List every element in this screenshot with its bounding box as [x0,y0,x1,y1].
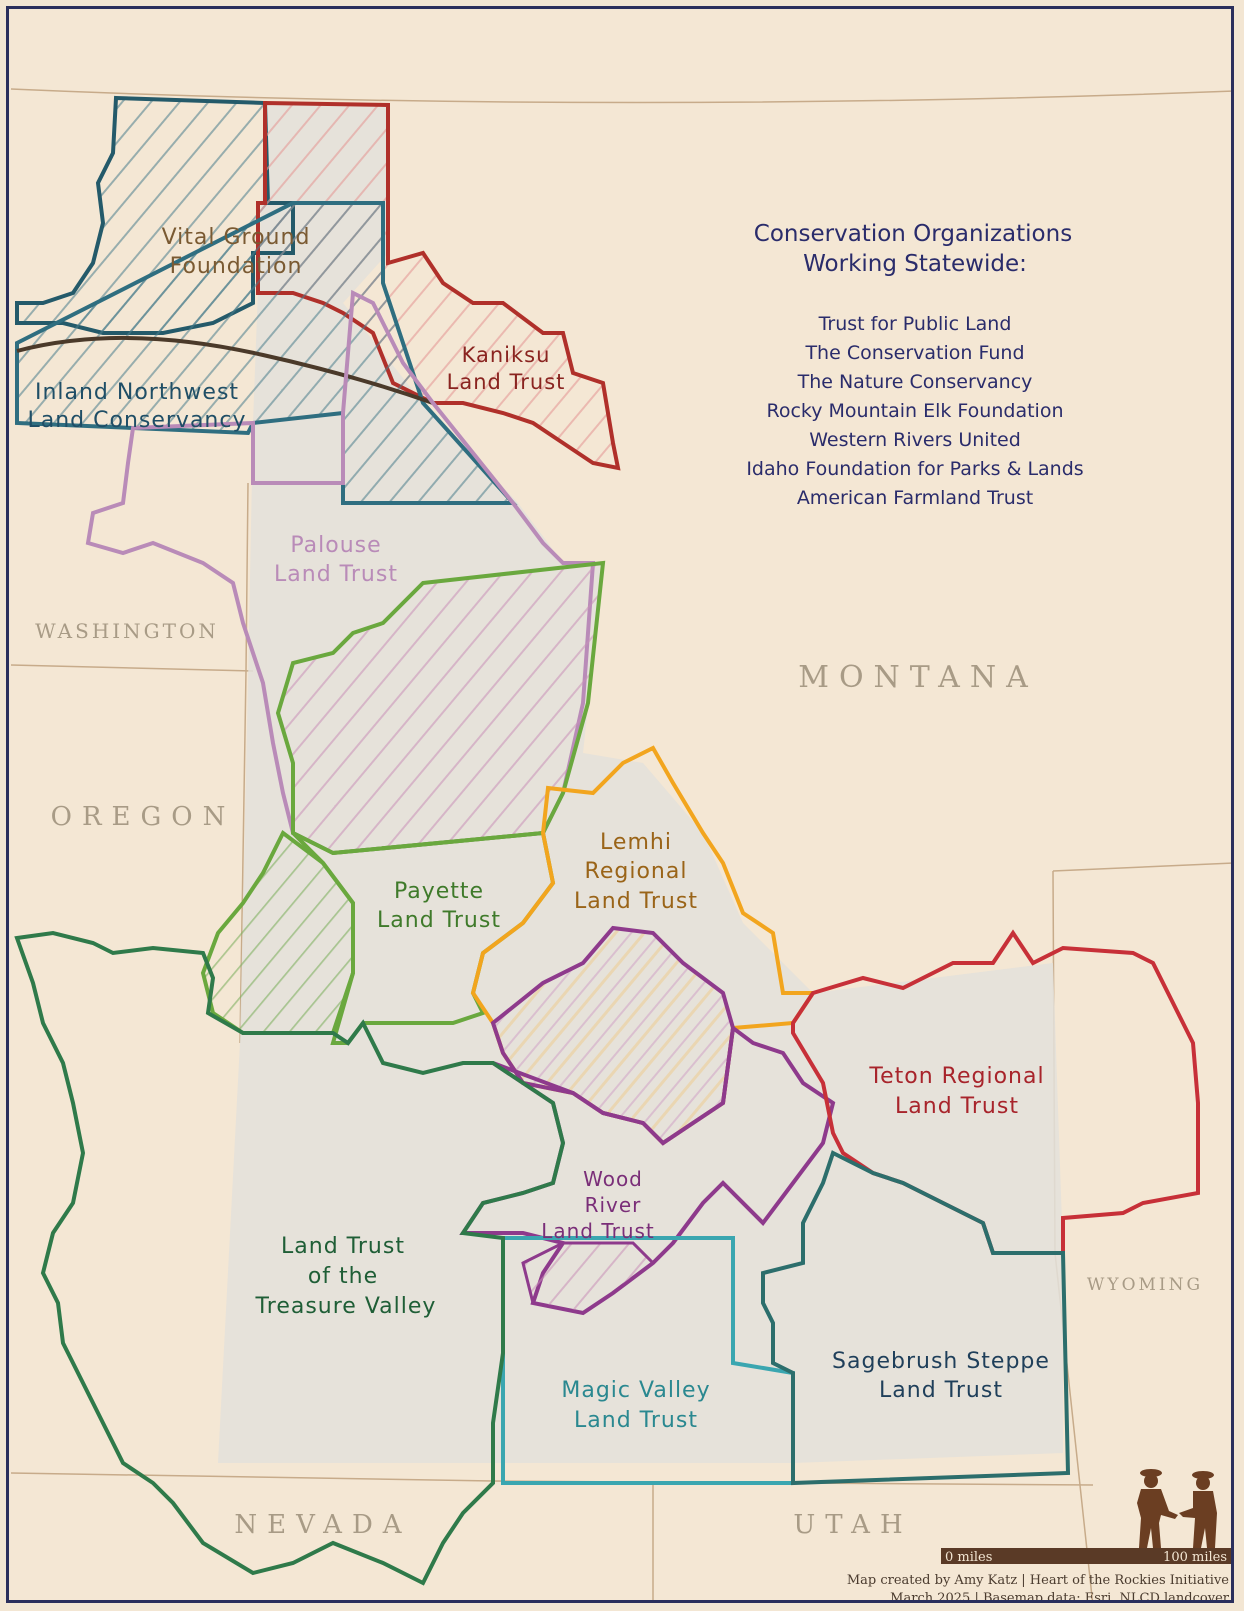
svg-text:Land Trust: Land Trust [274,562,398,587]
region-sagebrush[interactable] [761,1150,1071,1486]
svg-text:Land Trust: Land Trust [377,908,501,933]
svg-text:Land Trust: Land Trust [447,370,566,394]
svg-text:Treasure Valley: Treasure Valley [255,1294,437,1319]
svg-text:Land Conservancy: Land Conservancy [27,408,246,433]
state-label-oregon: OREGON [51,802,236,832]
svg-text:Magic Valley: Magic Valley [561,1378,710,1403]
legend-item: Trust for Public Land [818,313,1012,335]
state-label-nevada: NEVADA [234,1510,411,1540]
svg-text:Land Trust: Land Trust [281,1234,405,1259]
scale-bar: 0 miles 100 miles [941,1548,1231,1565]
org-label-wood-river: Wood River Land Trust [541,1167,655,1243]
svg-text:Palouse: Palouse [290,533,381,558]
state-label-montana: MONTANA [798,660,1038,695]
svg-text:Land Trust: Land Trust [574,1408,698,1433]
scale-start-label: 0 miles [945,1550,992,1565]
credit-line-2: March 2025 | Basemap data: Esri, NLCD la… [890,1591,1230,1603]
legend-item: American Farmland Trust [797,487,1033,509]
org-label-magic-valley: Magic Valley Land Trust [561,1378,710,1433]
org-label-lemhi: Lemhi Regional Land Trust [574,830,698,914]
org-label-inland-northwest: Inland Northwest Land Conservancy [27,380,246,433]
map-canvas[interactable]: WASHINGTON OREGON MONTANA WYOMING NEVADA… [9,9,1234,1603]
org-label-palouse: Palouse Land Trust [274,533,398,587]
svg-text:Wood: Wood [583,1167,643,1191]
svg-text:River: River [585,1193,642,1217]
svg-text:Inland Northwest: Inland Northwest [35,380,239,405]
svg-text:Kaniksu: Kaniksu [462,343,551,367]
svg-text:Foundation: Foundation [170,254,303,279]
svg-text:Lemhi: Lemhi [600,830,672,855]
legend-item: The Conservation Fund [804,342,1024,364]
legend-item: The Nature Conservancy [797,371,1033,393]
org-label-vital-ground: Vital Ground Foundation [162,225,311,279]
two-people-handshake-icon [1137,1469,1217,1548]
state-label-washington: WASHINGTON [35,619,219,643]
svg-text:Land Trust: Land Trust [895,1094,1019,1119]
svg-text:Vital Ground: Vital Ground [162,225,311,250]
region-payette-upper[interactable] [275,560,606,856]
region-teton[interactable] [791,929,1200,1255]
legend-item: Western Rivers United [809,429,1021,451]
svg-text:Teton Regional: Teton Regional [868,1064,1044,1089]
legend-item: Idaho Foundation for Parks & Lands [746,458,1083,480]
legend-title-line2: Working Statewide: [803,251,1027,277]
svg-text:Regional: Regional [585,859,688,884]
region-treasure-valley[interactable] [14,930,566,1586]
svg-text:Land Trust: Land Trust [574,889,698,914]
svg-text:Land Trust: Land Trust [879,1378,1003,1403]
legend: Conservation Organizations Working State… [746,221,1083,509]
org-label-sagebrush: Sagebrush Steppe Land Trust [832,1349,1050,1403]
org-label-treasure-valley: Land Trust of the Treasure Valley [255,1234,437,1319]
svg-text:Sagebrush Steppe: Sagebrush Steppe [832,1349,1050,1374]
org-label-kaniksu: Kaniksu Land Trust [447,343,566,394]
region-wood-river-south[interactable] [521,1241,656,1315]
svg-text:Land Trust: Land Trust [541,1219,655,1243]
state-label-utah: UTAH [793,1510,912,1540]
org-label-teton: Teton Regional Land Trust [868,1064,1044,1119]
boundary-line [16,335,434,405]
org-label-payette: Payette Land Trust [377,879,501,933]
map-frame: WASHINGTON OREGON MONTANA WYOMING NEVADA… [6,6,1234,1603]
state-label-wyoming: WYOMING [1087,1275,1203,1295]
credit-line-1: Map created by Amy Katz | Heart of the R… [847,1573,1229,1588]
legend-item: Rocky Mountain Elk Foundation [767,400,1064,422]
svg-text:of the: of the [308,1264,378,1289]
legend-title-line1: Conservation Organizations [754,221,1072,247]
scale-end-label: 100 miles [1163,1550,1227,1565]
svg-text:Payette: Payette [394,879,484,904]
